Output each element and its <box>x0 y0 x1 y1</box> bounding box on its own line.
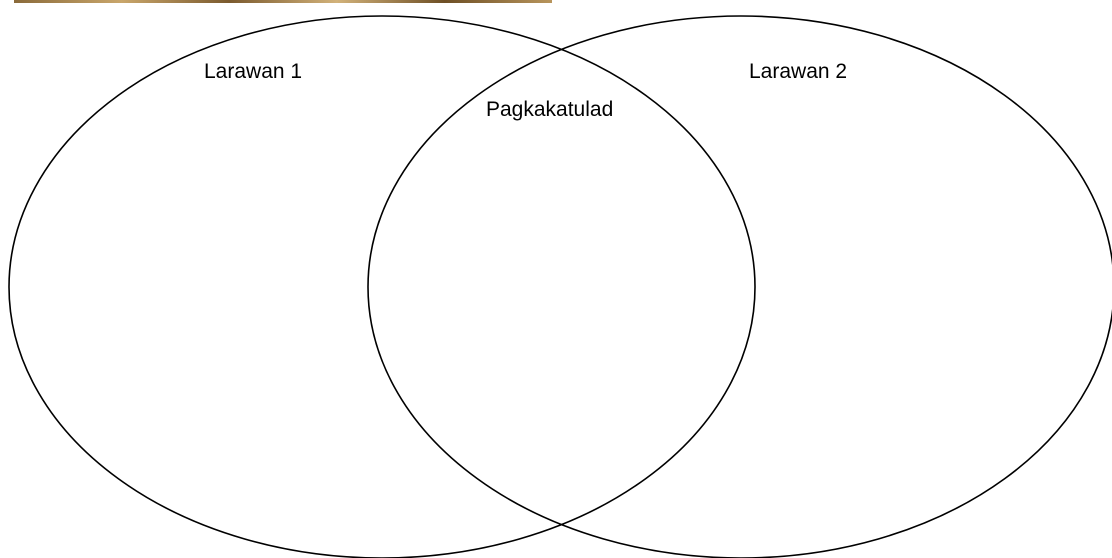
overlap-label: Pagkakatulad <box>486 99 613 120</box>
right-set-label: Larawan 2 <box>749 61 847 82</box>
left-set-label: Larawan 1 <box>204 61 302 82</box>
venn-left-circle <box>9 16 755 558</box>
venn-right-circle <box>368 16 1112 558</box>
